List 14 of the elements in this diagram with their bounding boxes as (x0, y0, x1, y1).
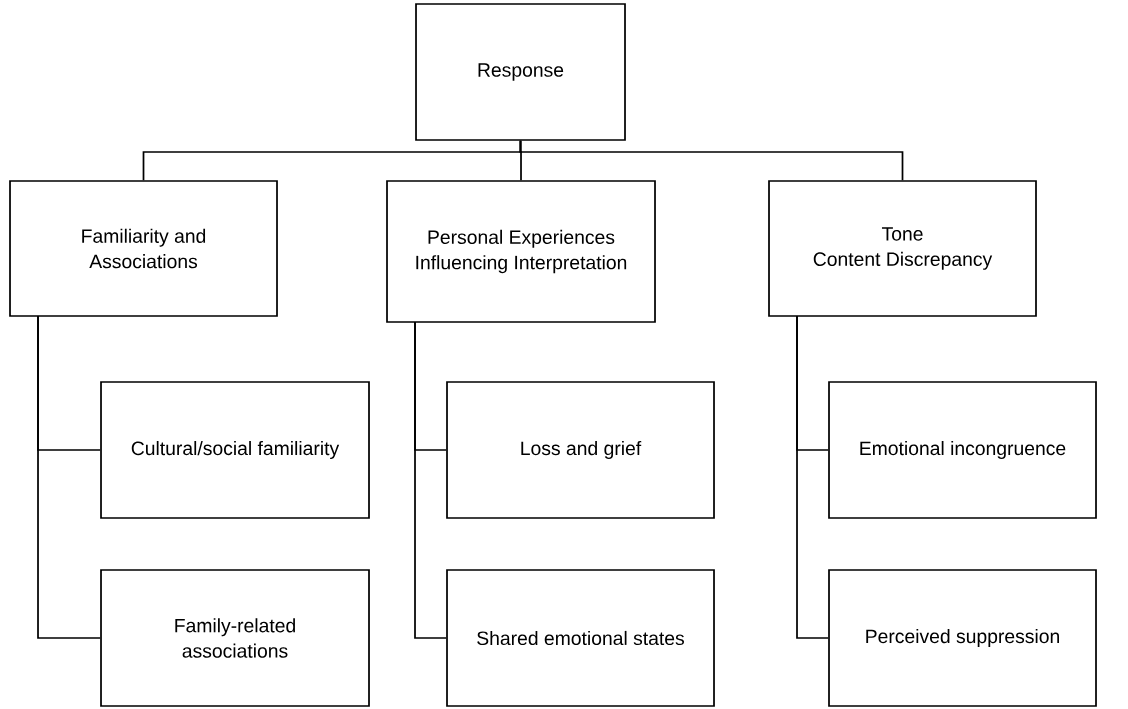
box: Emotional incongruence (828, 381, 1097, 519)
box: Personal Experiences Influencing Interpretation (386, 180, 656, 323)
box: Tone Content Discrepancy (768, 180, 1037, 317)
box: Perceived suppression (828, 569, 1097, 707)
connector (37, 315, 101, 639)
box: Familiarity and Associations (9, 180, 278, 317)
box: Family-related associations (100, 569, 370, 707)
box: Loss and grief (446, 381, 715, 519)
box: Response (415, 3, 626, 141)
connector (796, 315, 829, 639)
box: Shared emotional states (446, 569, 715, 707)
connector (414, 321, 447, 639)
box: Cultural/social familiarity (100, 381, 370, 519)
connector (519, 140, 904, 181)
